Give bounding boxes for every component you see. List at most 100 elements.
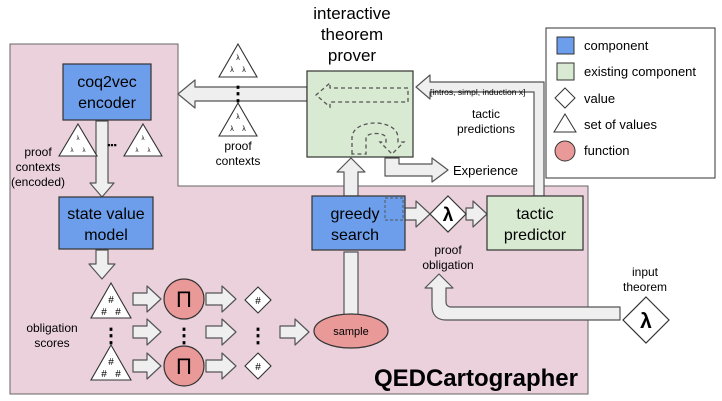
arrow-itp-to-encoder <box>177 79 308 109</box>
proof-obligation-lambda-symbol: λ <box>443 205 454 226</box>
arrow-pi-to-value-3 <box>205 352 237 380</box>
sample-function <box>313 313 389 349</box>
itp-box <box>306 70 414 158</box>
system-title: QEDCartographer <box>374 365 578 392</box>
arrow-encoder-to-statevalue <box>89 120 115 198</box>
state-value-model-box <box>58 196 154 250</box>
arrow-statevalue-to-scores <box>88 249 116 280</box>
proof-contexts-encoded-line1: proof <box>24 145 52 159</box>
greedy-search-line1: greedy <box>331 206 380 223</box>
proof-obligation-label-line2: obligation <box>422 258 473 272</box>
arrow-itp-to-experience <box>384 157 449 183</box>
svg-text:#: # <box>108 295 114 306</box>
svg-text:λ: λ <box>236 55 240 62</box>
encoded-contexts-triangle-left: λ λ λ <box>58 122 98 157</box>
legend-existing-swatch <box>556 62 575 81</box>
tactic-predictor-line2: predictor <box>504 227 567 244</box>
arrow-greedy-to-lambda <box>404 200 431 228</box>
coq2vec-encoder-line2: encoder <box>78 95 136 112</box>
svg-text:#: # <box>101 307 107 318</box>
itp-title-line1: interactive <box>313 4 390 23</box>
score-ellipsis: ⋮ <box>101 325 121 347</box>
svg-text:#: # <box>115 307 121 318</box>
tactic-predictor-line1: tactic <box>516 206 553 223</box>
svg-text:λ: λ <box>242 67 246 74</box>
pi-function-top <box>163 278 205 320</box>
obligation-scores-line1: obligation <box>26 321 77 335</box>
proof-contexts-line2: contexts <box>216 154 261 168</box>
state-value-model-line2: model <box>84 227 128 244</box>
arrow-predictor-to-itp <box>415 74 545 197</box>
pi-symbol-bottom: Π <box>176 354 192 379</box>
state-value-model-line1: state value <box>67 206 144 223</box>
svg-text:#: # <box>101 369 107 380</box>
input-theorem-lambda-diamond <box>622 296 670 344</box>
itp-dashed-loop <box>351 122 406 155</box>
arrow-greedy-to-itp <box>336 157 366 197</box>
experience-label: Experience <box>453 163 518 178</box>
legend-function-circle <box>554 140 576 162</box>
tactic-predictions-line2: predictions <box>457 122 515 136</box>
proof-contexts-ellipsis: ⋮ <box>228 83 248 105</box>
proof-contexts-encoded-line3: (encoded) <box>11 175 65 189</box>
svg-text:λ: λ <box>136 148 139 154</box>
pi-ellipsis: ⋮ <box>174 325 194 347</box>
proof-contexts-line1: proof <box>224 139 252 153</box>
svg-text:#: # <box>115 369 121 380</box>
tactic-predictor-box <box>486 195 584 251</box>
itp-title-line2: theorem <box>321 25 383 44</box>
coq2vec-encoder-line1: coq2vec <box>77 74 137 91</box>
legend-set-triangle <box>553 113 577 133</box>
proof-obligation-lambda-diamond <box>429 195 467 233</box>
svg-text:λ: λ <box>142 136 145 142</box>
intros-list-label: [intros, simpl, induction x] <box>430 87 525 97</box>
input-theorem-label-line1: input <box>632 265 659 279</box>
arrow-sample-to-greedy <box>343 251 359 317</box>
svg-text:λ: λ <box>83 148 86 154</box>
itp-title-line3: prover <box>328 46 377 65</box>
proof-obligation-label-line1: proof <box>434 243 462 257</box>
proof-contexts-triangle-top: λ λ λ <box>218 42 258 78</box>
input-theorem-lambda-symbol: λ <box>640 310 652 333</box>
encoded-contexts-ellipsis: ▪▪▪ <box>107 140 117 150</box>
svg-text:λ: λ <box>230 67 234 74</box>
arrow-pi-to-value-1 <box>205 285 237 313</box>
svg-text:λ: λ <box>230 126 234 133</box>
value-hash-top: # <box>255 296 261 307</box>
arrow-lambda-to-predictor <box>465 200 488 228</box>
legend-function-label: function <box>584 143 630 158</box>
proof-contexts-triangle-bottom: λ λ λ <box>218 101 258 137</box>
svg-text:λ: λ <box>71 148 74 154</box>
encoded-contexts-triangle-right: λ λ λ <box>123 122 163 157</box>
svg-text:λ: λ <box>77 136 80 142</box>
itp-dashed-arrow <box>315 81 409 109</box>
proof-contexts-encoded-line2: contexts <box>16 160 61 174</box>
legend-component-swatch <box>556 36 575 55</box>
arrow-theorem-to-obligation <box>424 273 621 321</box>
svg-text:λ: λ <box>236 114 240 121</box>
value-hash-bottom: # <box>255 362 261 373</box>
greedy-search-line2: search <box>331 227 379 244</box>
arrow-score-to-pi-2 <box>132 318 162 346</box>
pi-function-bottom <box>163 345 205 387</box>
arrow-values-to-sample <box>279 318 310 346</box>
svg-text:λ: λ <box>242 126 246 133</box>
legend-value-diamond <box>554 87 576 109</box>
sample-label: sample <box>333 326 368 338</box>
score-triangle-bottom: # # # <box>90 343 132 381</box>
legend-existing-label: existing component <box>584 64 696 79</box>
pi-symbol-top: Π <box>176 287 192 312</box>
arrow-score-to-pi-1 <box>132 285 162 313</box>
greedy-search-box <box>311 195 406 251</box>
value-ellipsis: ⋮ <box>248 325 268 347</box>
value-diamond-bottom <box>244 352 272 380</box>
svg-text:λ: λ <box>148 148 151 154</box>
value-diamond-top <box>244 286 272 314</box>
arrow-pi-to-value-2 <box>205 318 237 346</box>
score-triangle-top: # # # <box>90 281 132 319</box>
arrow-score-to-pi-3 <box>132 352 162 380</box>
legend-component-label: component <box>584 38 649 53</box>
legend-value-label: value <box>584 91 615 106</box>
tactic-predictions-line1: tactic <box>472 107 500 121</box>
legend-set-label: set of values <box>584 117 657 132</box>
